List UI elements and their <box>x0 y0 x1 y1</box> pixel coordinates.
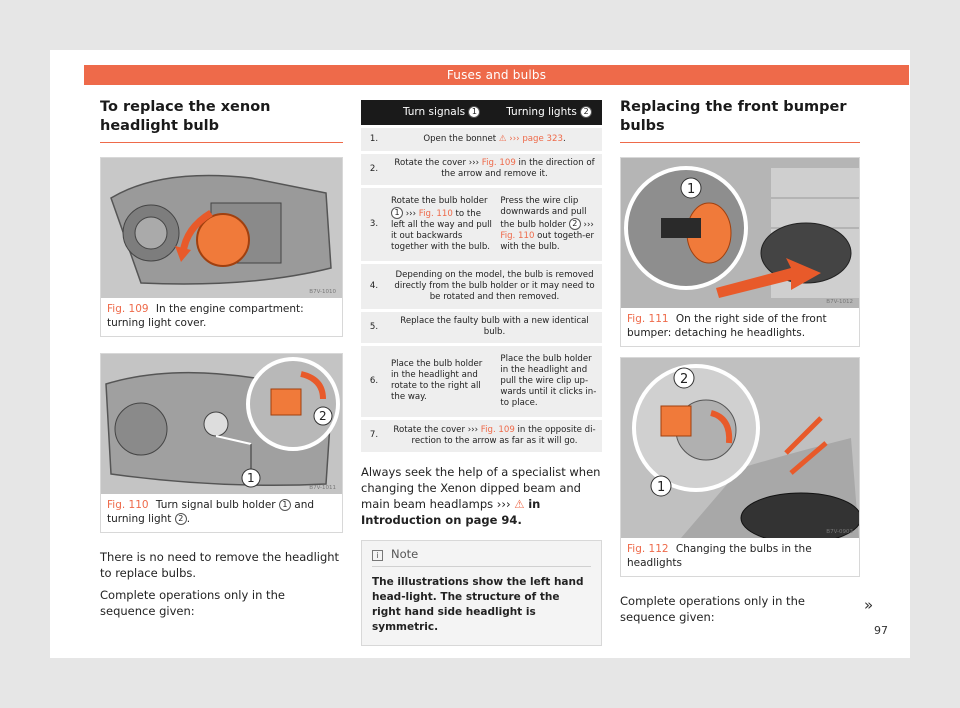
figure-110: 1 2 B7V-1011 Fig. 110 Turn signal bulb h… <box>100 353 343 533</box>
note-title: Note <box>391 547 419 561</box>
caption-text: Changing the bulbs in the headlights <box>627 543 812 569</box>
step-text: Open the bonnet ⚠ ››› page 323. <box>387 124 602 152</box>
section-heading: To replace the xenon headlight bulb <box>100 98 343 143</box>
figure-caption: Fig. 109 In the engine compartment: turn… <box>101 298 342 330</box>
table-row: 3. Rotate the bulb holder 1 ››› Fig. 110… <box>361 184 602 262</box>
step-text: Rotate the cover ››› Fig. 109 in the opp… <box>387 416 602 452</box>
continued-marker: » <box>864 596 874 614</box>
step-number: 7. <box>361 416 387 452</box>
figure-code: B7V-0902 <box>826 529 853 535</box>
table-header-blank <box>361 100 387 126</box>
section-heading: Replacing the front bumper bulbs <box>620 98 860 143</box>
table-header-turn-signals: Turn signals 1 <box>387 100 497 126</box>
figure-caption: Fig. 111 On the right side of the front … <box>621 308 859 340</box>
marker-2: 2 <box>568 217 581 230</box>
step-text-right: Press the wire clip downwards and pull t… <box>496 184 602 262</box>
caption-text: Turn signal bulb holder <box>155 499 276 511</box>
marker-2: 2 <box>580 106 593 119</box>
step-number: 6. <box>361 342 387 418</box>
warning-icon: ⚠ <box>514 497 525 511</box>
marker-1: 1 <box>391 206 403 219</box>
table-row: 5. Replace the faulty bulb with a new id… <box>361 308 602 344</box>
step-text: Depending on the model, the bulb is remo… <box>387 260 602 310</box>
caption-text: and turning light <box>107 499 315 525</box>
left-column: To replace the xenon headlight bulb B7V-… <box>100 98 343 619</box>
step-text-left: Place the bulb holder in the headlight a… <box>387 342 497 418</box>
figure-code: B7V-1011 <box>309 485 336 491</box>
steps-table: Turn signals 1 Turning lights 2 1. Open … <box>361 100 602 452</box>
label-1: 1 <box>247 471 255 485</box>
step-text-right: Place the bulb holder in the headlight a… <box>496 342 602 418</box>
section-header: Fuses and bulbs <box>84 65 909 85</box>
note-header: i Note <box>372 547 591 567</box>
figure-caption: Fig. 110 Turn signal bulb holder 1 and t… <box>101 494 342 526</box>
marker-2: 2 <box>174 512 187 525</box>
figure-number: Fig. 109 <box>107 303 149 315</box>
figure-code: B7V-1012 <box>826 299 853 305</box>
table-row: 2. Rotate the cover ››› Fig. 109 in the … <box>361 150 602 186</box>
figure-link[interactable]: Fig. 110 <box>500 230 535 241</box>
label-2: 2 <box>319 409 327 423</box>
manual-page: Fuses and bulbs To replace the xenon hea… <box>50 50 910 658</box>
bumper-detach-image: 1 B7V-1012 <box>621 158 859 308</box>
info-icon: i <box>372 550 383 561</box>
paragraph: Always seek the help of a specialist whe… <box>361 465 601 527</box>
figure-number: Fig. 112 <box>627 543 669 555</box>
label-2: 2 <box>680 372 688 387</box>
figure-link[interactable]: Fig. 109 <box>480 424 515 435</box>
figure-code: B7V-1010 <box>309 289 336 295</box>
figure-link[interactable]: Fig. 110 <box>418 208 453 219</box>
step-text-left: Rotate the bulb holder 1 ››› Fig. 110 to… <box>387 184 497 262</box>
step-number: 3. <box>361 184 387 262</box>
caption-text: In the engine compartment: turning light… <box>107 303 304 329</box>
middle-column: Turn signals 1 Turning lights 2 1. Open … <box>361 100 602 646</box>
table-header-turning-lights: Turning lights 2 <box>496 100 602 126</box>
right-column: Replacing the front bumper bulbs 1 B7V-1… <box>620 98 860 625</box>
warning-icon: ⚠ <box>498 133 507 144</box>
label-1: 1 <box>657 480 665 495</box>
paragraph: Complete operations only in the sequence… <box>620 594 805 624</box>
headlight-cover-image: B7V-1010 <box>101 158 342 298</box>
caption-text: . <box>186 512 191 525</box>
figure-111: 1 B7V-1012 Fig. 111 On the right side of… <box>620 157 860 347</box>
marker-1: 1 <box>468 106 481 119</box>
paragraph: Complete operations only in the sequence… <box>100 588 285 618</box>
table-row: 7. Rotate the cover ››› Fig. 109 in the … <box>361 416 602 452</box>
table-row: 4. Depending on the model, the bulb is r… <box>361 260 602 310</box>
page-link[interactable]: in Introduction on page 94 <box>361 497 541 527</box>
figure-link[interactable]: Fig. 109 <box>481 158 516 168</box>
step-text: Replace the faulty bulb with a new ident… <box>387 308 602 344</box>
page-number: 97 <box>874 624 888 637</box>
bulb-change-image: 2 1 B7V-0902 <box>621 358 859 538</box>
step-number: 2. <box>361 150 387 186</box>
figure-number: Fig. 111 <box>627 313 669 325</box>
paragraph: There is no need to remove the headlight… <box>100 550 340 580</box>
caption-text: On the right side of the front bumper: d… <box>627 313 827 339</box>
note-text: The illustrations show the left hand hea… <box>372 576 584 633</box>
figure-caption: Fig. 112 Changing the bulbs in the headl… <box>621 538 859 570</box>
table-row: 6. Place the bulb holder in the headligh… <box>361 342 602 418</box>
figure-109: B7V-1010 Fig. 109 In the engine compartm… <box>100 157 343 337</box>
step-number: 1. <box>361 124 387 152</box>
step-number: 5. <box>361 308 387 344</box>
note-box: i Note The illustrations show the left ha… <box>361 540 602 646</box>
figure-112: 2 1 B7V-0902 Fig. 112 Changing the bulbs… <box>620 357 860 577</box>
page-link[interactable]: ››› page 323 <box>509 133 563 144</box>
marker-1: 1 <box>278 499 291 511</box>
label-1: 1 <box>687 182 695 197</box>
step-number: 4. <box>361 260 387 310</box>
table-row: 1. Open the bonnet ⚠ ››› page 323. <box>361 124 602 152</box>
bulb-holder-image: 1 2 B7V-1011 <box>101 354 342 494</box>
step-text: Rotate the cover ››› Fig. 109 in the dir… <box>387 150 602 186</box>
figure-number: Fig. 110 <box>107 499 149 511</box>
